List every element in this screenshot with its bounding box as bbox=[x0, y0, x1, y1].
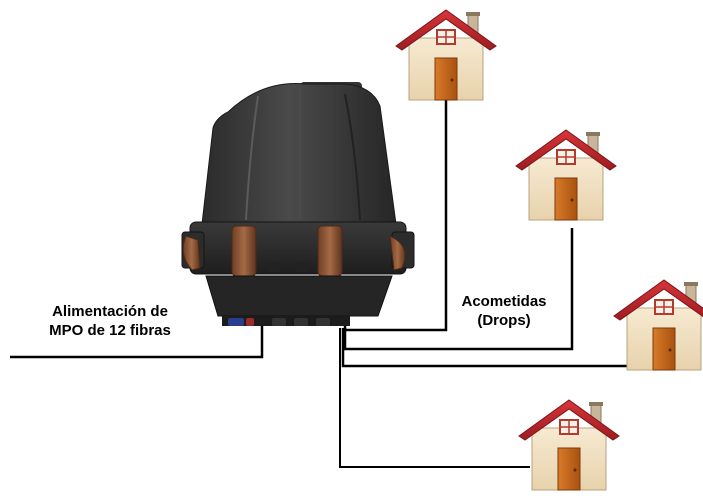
drop-cable-2 bbox=[343, 228, 574, 351]
house-icon bbox=[515, 129, 617, 221]
drop-cable-4 bbox=[339, 328, 530, 468]
feed-label-line-2: MPO de 12 fibras bbox=[49, 322, 171, 339]
feed-label: Alimentación de MPO de 12 fibras bbox=[30, 302, 190, 340]
house-icon bbox=[613, 279, 703, 371]
cables bbox=[10, 100, 628, 468]
feed-label-line-1: Alimentación de bbox=[52, 303, 168, 320]
drops-label: Acometidas (Drops) bbox=[444, 292, 564, 330]
drop-cable-3 bbox=[341, 328, 628, 368]
feed-cable bbox=[10, 324, 264, 359]
drop-cable-1 bbox=[343, 100, 448, 332]
fiber-enclosure-icon bbox=[181, 82, 415, 326]
drops-label-line-2: (Drops) bbox=[477, 312, 531, 329]
house-icon bbox=[395, 9, 497, 101]
house-icon bbox=[518, 399, 620, 491]
drops-label-line-1: Acometidas bbox=[461, 293, 547, 310]
